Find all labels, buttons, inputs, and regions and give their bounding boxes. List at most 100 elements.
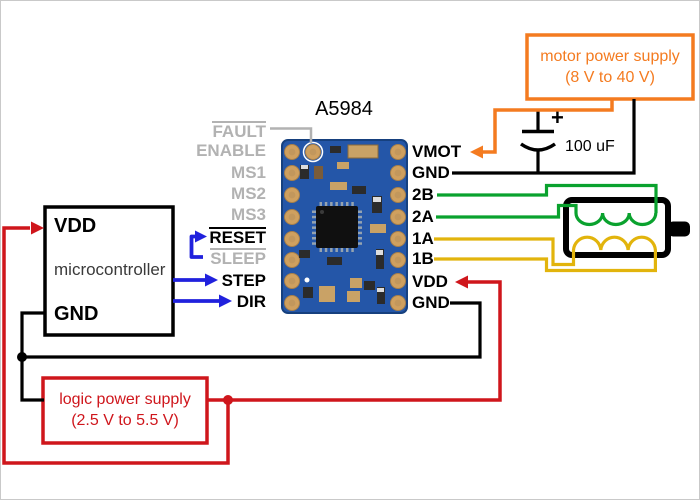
wire-reset-sleep: [189, 234, 203, 259]
pin-label-1b: 1B: [412, 249, 434, 268]
ic-pin: [358, 215, 362, 219]
mcu-name-label: microcontroller: [54, 260, 166, 279]
pin-hole-center: [288, 299, 296, 307]
ic-pin: [330, 202, 333, 206]
board-title: A5984: [315, 98, 373, 120]
smd-components: [299, 144, 386, 304]
pin-label-reset: RESET: [209, 227, 266, 247]
ic-pin: [358, 226, 362, 229]
vmot-arrowhead: [470, 145, 483, 159]
microcontroller-box: [43, 205, 175, 337]
pin-label-ms2: MS2: [231, 184, 266, 203]
cap-value-label: 100 uF: [565, 138, 615, 155]
pin-hole-center: [394, 256, 402, 264]
logic-power-supply-box: [41, 376, 209, 445]
vdd-junction-dot: [223, 395, 233, 405]
pin-label-ms1: MS1: [231, 163, 266, 182]
ic-pin: [330, 248, 333, 252]
motor-supply-line1: motor power supply: [540, 48, 680, 65]
pin-hole-center: [288, 277, 296, 285]
dir-arrowhead: [219, 294, 232, 308]
stepper-motor: [563, 197, 690, 258]
pin-label-gnd-top: GND: [412, 163, 450, 182]
pin-hole-center: [309, 148, 317, 156]
ic-pin: [358, 237, 362, 240]
cap-plus-sign: +: [551, 105, 564, 130]
pin-hole-center: [288, 235, 296, 243]
wire-logic-gnd: [22, 301, 482, 359]
motor-supply-line2: (8 V to 40 V): [565, 69, 655, 86]
pin-hole-center: [288, 148, 296, 156]
ic-pin: [312, 221, 316, 224]
wire-2a-coil: [436, 203, 658, 227]
ic-pin: [335, 202, 338, 206]
motor-power-wire: [470, 99, 614, 159]
pin-holes: [284, 141, 406, 311]
pin-hole-center: [288, 169, 296, 177]
wire-vmot-gnd: [452, 99, 636, 175]
pin-label-ms3: MS3: [231, 205, 266, 224]
wire-1a-1b-coil: [434, 235, 657, 273]
pin-hole-center: [394, 213, 402, 221]
board-vdd-arrowhead: [455, 275, 468, 289]
pin-label-2a: 2A: [412, 207, 434, 226]
pin-label-enable: ENABLE: [196, 141, 266, 160]
ic-pin: [340, 202, 344, 206]
wire-mcu-vdd: [2, 226, 230, 465]
driver-board: [281, 139, 408, 314]
ic-pin: [312, 210, 316, 213]
pin-label-2b: 2B: [412, 185, 434, 204]
mcu-vdd-arrowhead: [31, 221, 44, 235]
ic-pin: [319, 248, 322, 252]
ic-pin: [351, 248, 354, 252]
motor-supply-label: motor power supply (8 V to 40 V): [531, 46, 689, 88]
ic-pin: [340, 248, 344, 252]
pin-label-gnd-bottom: GND: [412, 293, 450, 312]
pin-hole-center: [394, 191, 402, 199]
ic-pin: [312, 231, 316, 235]
ic-pin: [358, 242, 362, 245]
pin-hole-center: [394, 299, 402, 307]
cap-plate-negative: [519, 142, 557, 152]
logic-supply-line2: (2.5 V to 5.5 V): [71, 412, 179, 429]
motor-body: [563, 197, 671, 258]
pin-hole-center: [394, 148, 402, 156]
fault-hole-silkscreen-ring: [302, 141, 324, 163]
ic-pin: [335, 248, 338, 252]
pin-hole-center: [288, 191, 296, 199]
step-arrowhead: [205, 273, 218, 287]
pin-hole-center: [288, 213, 296, 221]
ic-pin: [312, 242, 316, 245]
ic-pin: [312, 237, 316, 240]
pin-label-fault: FAULT: [212, 121, 266, 141]
ic-pin: [358, 210, 362, 213]
mcu-gnd-label: GND: [54, 303, 99, 325]
ic-pin: [324, 202, 328, 206]
wire-vmot: [482, 99, 614, 154]
ic-pin: [312, 215, 316, 219]
logic-supply-line1: logic power supply: [59, 391, 191, 408]
pin-hole-center: [394, 235, 402, 243]
pin-label-step: STEP: [221, 271, 266, 290]
wire-2b: [437, 183, 658, 213]
motor-power-supply-box: [525, 33, 695, 101]
pin-label-1a: 1A: [412, 229, 434, 248]
reset-arrowhead: [195, 230, 207, 243]
ic-pin: [351, 202, 354, 206]
pin-hole-center: [394, 169, 402, 177]
pin-label-vdd-right: VDD: [412, 272, 448, 291]
logic-power-wires: [2, 221, 502, 465]
mcu-vdd-label: VDD: [54, 215, 97, 237]
gnd-junction-dot: [17, 352, 27, 362]
ic-pin: [312, 226, 316, 229]
driver-ic: [312, 202, 362, 252]
control-wires: [173, 234, 220, 303]
wire-board-vdd: [207, 280, 502, 402]
fault-pointer-line: [270, 127, 313, 143]
pin-label-sleep: SLEEP: [210, 248, 266, 268]
pin-label-vmot: VMOT: [412, 142, 462, 161]
pin-hole-center: [394, 277, 402, 285]
coil-b-wires: [436, 183, 658, 227]
